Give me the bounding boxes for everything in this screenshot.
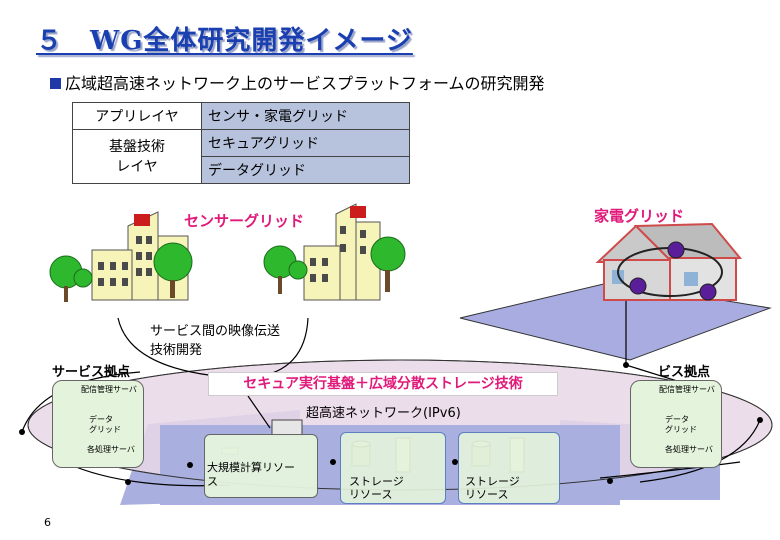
storage-label-2-line2: リソース <box>465 488 509 501</box>
table-row: 基盤技術 レイヤ セキュアグリッド <box>72 129 410 184</box>
storage-resource-box-1: ストレージ リソース <box>340 432 446 504</box>
node-dot <box>125 479 131 485</box>
node-dot <box>757 417 763 423</box>
video-tech-label-line2: 技術開発 <box>150 343 203 358</box>
server-mgmt-label: 配信管理サーバ <box>659 385 715 394</box>
home-grid-label: 家電グリッド <box>594 207 685 225</box>
compute-resource-box: 大規模計算リソー ス <box>204 434 318 498</box>
storage-label-2: ストレージ リソース <box>465 475 520 501</box>
ring-line <box>599 461 741 479</box>
sensor-building-2 <box>263 203 406 301</box>
home-house <box>595 222 743 301</box>
layer-value-sensor-home-grid: センサ・家電グリッド <box>201 102 410 130</box>
storage-label-1: ストレージ リソース <box>349 475 404 501</box>
data-grid-line1: データ <box>665 415 689 424</box>
storage-resource-box-2: ストレージ リソース <box>458 432 560 504</box>
bullet-text: 広域超高速ネットワーク上のサービスプラットフォームの研究開発 <box>65 74 545 93</box>
node-dot <box>330 459 336 465</box>
compute-link <box>247 395 271 429</box>
service-base-right-box: 配信管理サーバ データ グリッド 各処理サーバ <box>630 380 722 468</box>
table-row: データグリッド <box>73 156 410 184</box>
secure-platform-label: セキュア実行基盤＋広域分散ストレージ技術 <box>208 372 558 396</box>
data-grid-line2: グリッド <box>89 425 121 434</box>
bullet-square-icon <box>50 78 61 89</box>
layer-value-data-grid: データグリッド <box>201 156 410 184</box>
proc-server-label: 各処理サーバ <box>87 445 135 454</box>
data-grid-label: データ グリッド <box>89 415 121 435</box>
storage-label-1-line1: ストレージ <box>349 475 404 488</box>
home-grid-plane <box>459 281 772 361</box>
compute-resource-line1: 大規模計算リソー <box>207 461 295 474</box>
bullet-line: 広域超高速ネットワーク上のサービスプラットフォームの研究開発 <box>50 70 545 94</box>
data-grid-label: データ グリッド <box>665 415 697 435</box>
node-dot <box>187 462 193 468</box>
slide-title: ５ WG全体研究開発イメージ <box>36 26 413 56</box>
server-mgmt-label: 配信管理サーバ <box>81 385 137 394</box>
video-tech-label: サービス間の映像伝送 技術開発 <box>150 320 280 358</box>
compute-resource-label: 大規模計算リソー ス <box>207 461 295 489</box>
layer-value-secure-grid: セキュアグリッド <box>201 129 410 157</box>
table-row: アプリレイヤ センサ・家電グリッド <box>72 102 410 130</box>
network-label: 超高速ネットワーク(IPv6) <box>306 406 461 421</box>
compute-resource-line2: ス <box>207 475 218 488</box>
node-dot <box>607 478 613 484</box>
service-base-right-label: ビス拠点 <box>658 365 711 380</box>
service-base-left-box: 配信管理サーバ データ グリッド 各処理サーバ <box>52 380 144 468</box>
node-dot <box>19 429 25 435</box>
data-grid-line1: データ <box>89 415 113 424</box>
service-base-left-label: サービス拠点 <box>52 365 131 380</box>
data-grid-line2: グリッド <box>665 425 697 434</box>
sensor-grid-label: センサーグリッド <box>184 212 305 230</box>
storage-label-2-line1: ストレージ <box>465 475 520 488</box>
page-number: 6 <box>44 516 51 529</box>
proc-server-label: 各処理サーバ <box>665 445 713 454</box>
layer-table: アプリレイヤ センサ・家電グリッド 基盤技術 レイヤ セキュアグリッド データグ… <box>72 102 410 184</box>
storage-label-1-line2: リソース <box>349 488 393 501</box>
layer-label-app: アプリレイヤ <box>72 102 202 130</box>
layer-label-base: 基盤技術 レイヤ <box>72 129 202 184</box>
sensor-building-1 <box>49 211 193 302</box>
node-dot <box>452 459 458 465</box>
video-tech-label-line1: サービス間の映像伝送 <box>150 324 281 339</box>
